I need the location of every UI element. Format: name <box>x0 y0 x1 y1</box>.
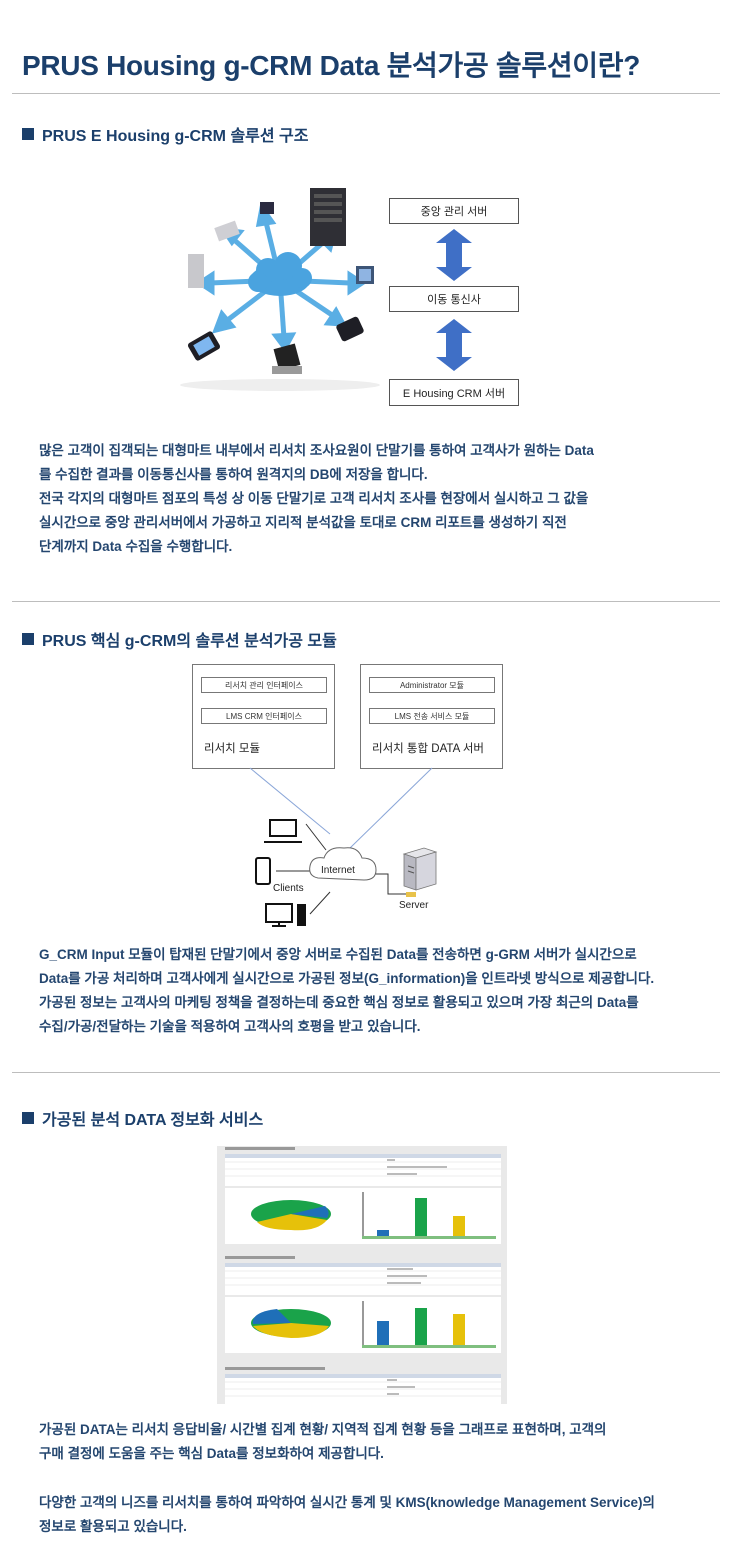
square-bullet-icon <box>22 128 34 140</box>
server-label: Server <box>399 900 429 911</box>
laptop-icon <box>272 343 302 374</box>
page-title: PRUS Housing g-CRM Data 분석가공 솔루션이란? <box>22 50 641 81</box>
network-illustration <box>180 188 380 391</box>
report-screenshot <box>217 1146 507 1404</box>
square-bullet-icon <box>22 633 34 645</box>
research-data-server-box: Administrator 모듈 LMS 전송 서비스 모듈 리서치 통합 DA… <box>360 664 503 769</box>
mobile-phone-icon <box>255 857 271 885</box>
section3-paragraph-2: 다양한 고객의 니즈를 리서치를 통하여 파악하여 실시간 통계 및 KMS(k… <box>39 1495 655 1534</box>
box-crm-server: E Housing CRM 서버 <box>389 379 519 406</box>
double-arrow-icon <box>436 229 472 281</box>
section-title-service: 가공된 분석 DATA 정보화 서비스 <box>22 1106 263 1130</box>
divider <box>12 601 720 602</box>
section1-paragraph: 많은 고객이 집객되는 대형마트 내부에서 리서치 조사요원이 단말기를 통하여… <box>39 443 594 554</box>
laptop-icon <box>264 819 302 843</box>
box-mobile-carrier: 이동 통신사 <box>389 286 519 312</box>
square-bullet-icon <box>22 1112 34 1124</box>
divider <box>12 1072 720 1073</box>
network-diagram <box>249 767 438 927</box>
cloud-icon <box>248 252 312 296</box>
section-title-modules: PRUS 핵심 g-CRM의 솔루션 분석가공 모듈 <box>22 627 337 651</box>
section-title-structure: PRUS E Housing g-CRM 솔루션 구조 <box>22 122 308 146</box>
research-module-box: 리서치 관리 인터페이스 LMS CRM 인터페이스 리서치 모듈 <box>192 664 335 769</box>
section2-paragraph: G_CRM Input 모듈이 탑재된 단말기에서 중앙 서버로 수집된 Dat… <box>39 947 655 1034</box>
box-central-server: 중앙 관리 서버 <box>389 198 519 224</box>
desktop-tower-icon <box>297 904 306 926</box>
divider <box>12 93 720 94</box>
desktop-icon <box>265 903 293 927</box>
mobile-phone-icon <box>187 331 221 361</box>
server-rack-icon <box>310 188 346 246</box>
section3-paragraph-1: 가공된 DATA는 리서치 응답비율/ 시간별 집계 현황/ 지역적 집계 현황… <box>39 1422 607 1461</box>
server-icon <box>402 847 438 897</box>
cloud-icon <box>309 847 377 881</box>
cloud-label: Internet <box>321 865 355 876</box>
clients-label: Clients <box>273 883 304 894</box>
double-arrow-icon <box>436 319 472 371</box>
